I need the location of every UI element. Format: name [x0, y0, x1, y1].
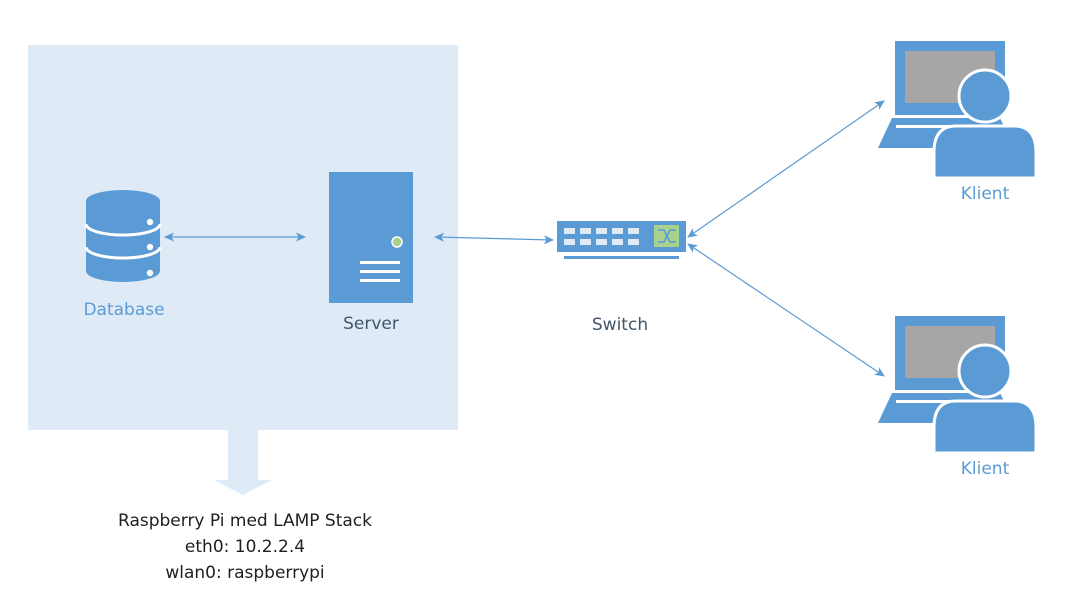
connector-switch-client-bottom — [687, 243, 885, 377]
client-top-label: Klient — [960, 184, 1010, 204]
host-caption-line: eth0: 10.2.2.4 — [184, 537, 306, 557]
laptop-user-icon — [878, 316, 1038, 455]
database-icon — [84, 190, 162, 282]
switch-label: Switch — [591, 315, 649, 335]
switch-icon — [557, 221, 686, 259]
server-icon — [329, 172, 413, 303]
database-label: Database — [83, 300, 165, 320]
client-bottom-label: Klient — [960, 459, 1010, 479]
host-caption-line: Raspberry Pi med LAMP Stack — [118, 511, 372, 531]
laptop-user-icon — [878, 41, 1038, 180]
connector-switch-client-top — [687, 100, 885, 238]
host-down-arrow — [214, 430, 272, 495]
connector-server-switch — [434, 232, 554, 245]
host-caption-line: wlan0: raspberrypi — [165, 563, 325, 583]
host-caption: Raspberry Pi med LAMP Stack eth0: 10.2.2… — [90, 508, 400, 586]
server-label: Server — [343, 314, 399, 334]
